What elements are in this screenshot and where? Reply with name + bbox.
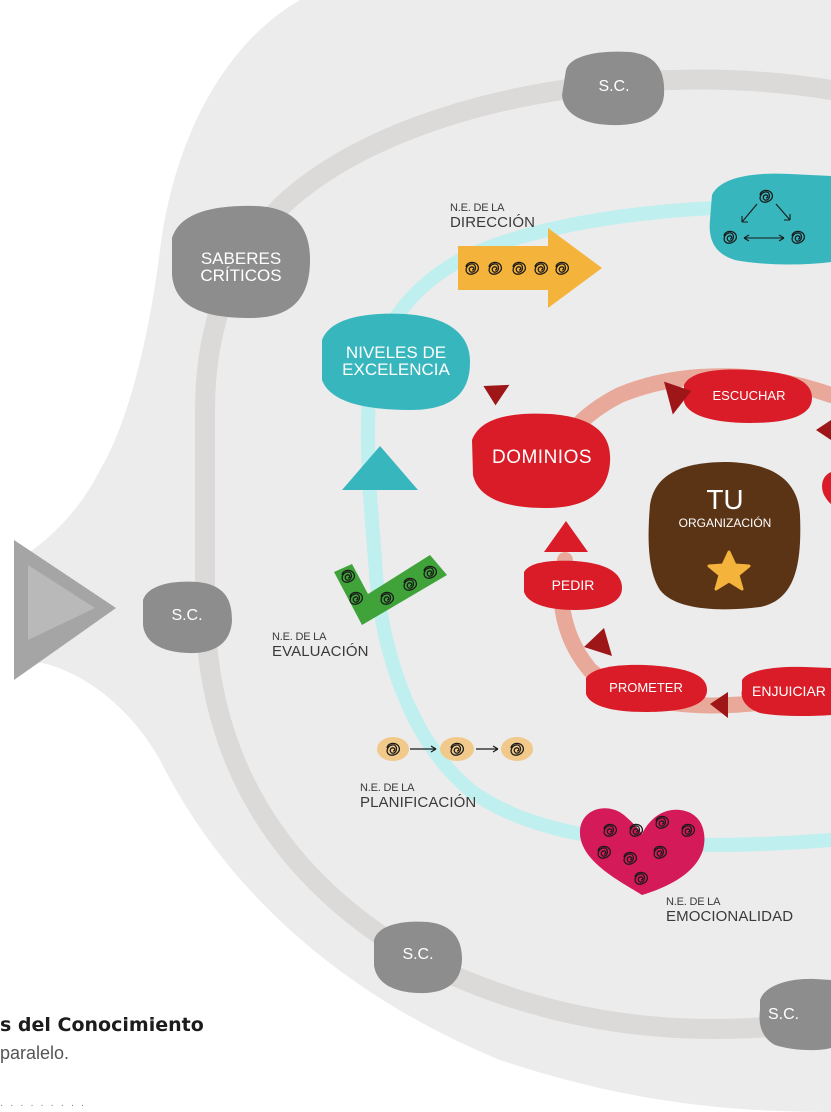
caption-emocionalidad-big: EMOCIONALIDAD xyxy=(666,907,794,925)
direccion-team-node[interactable] xyxy=(709,173,831,265)
checkmark-icon xyxy=(334,555,447,625)
dominios-node[interactable] xyxy=(472,413,611,508)
arrow-icon-dominios xyxy=(483,384,510,406)
niveles-line1: NIVELES DE xyxy=(345,343,447,362)
star-icon xyxy=(707,550,751,591)
prometer-node[interactable] xyxy=(586,664,707,712)
caption-evaluacion-big: EVALUACIÓN xyxy=(272,642,369,660)
sc-bottom-right-node[interactable] xyxy=(759,978,831,1051)
caption-emocionalidad: N.E. DE LA EMOCIONALIDAD xyxy=(666,896,794,925)
caption-planificacion-small: N.E. DE LA xyxy=(360,782,415,794)
center-line1: TU xyxy=(706,484,744,515)
caption-planificacion: N.E. DE LA PLANIFICACIÓN xyxy=(360,782,477,811)
escuchar-node[interactable] xyxy=(684,369,812,423)
saberes-criticos-label: SABERES CRÍTICOS xyxy=(176,250,306,284)
team-scribbles xyxy=(723,189,806,244)
caption-emocionalidad-small: N.E. DE LA xyxy=(666,896,721,908)
center-organization-node[interactable] xyxy=(648,462,801,610)
niveles-line2: EXCELENCIA xyxy=(342,360,450,379)
sc-bottom-label: S.C. xyxy=(402,946,434,963)
enjuiciar-right-node[interactable] xyxy=(822,472,831,504)
dominios-label: DOMINIOS xyxy=(491,447,593,468)
caption-planificacion-big: PLANIFICACIÓN xyxy=(360,793,477,811)
sc-left-node[interactable] xyxy=(143,581,232,654)
sc-left-label: S.C. xyxy=(171,607,203,624)
arrow-icon-right xyxy=(816,420,831,440)
arrow-icon-pedir xyxy=(544,521,588,552)
sc-top-label: S.C. xyxy=(598,78,630,95)
saberes-line1: SABERES xyxy=(200,249,282,268)
niveles-excelencia-node[interactable] xyxy=(322,313,470,410)
niveles-excelencia-label: NIVELES DE EXCELENCIA xyxy=(324,344,468,378)
saberes-line2: CRÍTICOS xyxy=(200,266,282,285)
planificacion-beans xyxy=(377,737,533,761)
arrow-icon-enjuiciar xyxy=(710,692,728,718)
center-label: TU ORGANIZACIÓN xyxy=(650,484,800,530)
caption-direccion-big: DIRECCIÓN xyxy=(450,213,536,231)
triangle-icon-cyan xyxy=(342,446,418,490)
bottom-fragment-decoration: · · · · · · · · · xyxy=(0,1100,87,1111)
arrow-right-icon xyxy=(458,228,602,308)
prometer-label: PROMETER xyxy=(609,680,683,695)
sc-top-node[interactable] xyxy=(562,51,665,126)
pedir-label: PEDIR xyxy=(551,577,595,593)
enjuiciar-label: ENJUICIAR xyxy=(752,683,826,699)
enjuiciar-node[interactable] xyxy=(741,666,831,717)
bottom-subtitle: paralelo. xyxy=(0,1043,70,1063)
caption-direccion: N.E. DE LA DIRECCIÓN xyxy=(450,202,536,231)
saberes-criticos-node[interactable] xyxy=(172,205,310,318)
caption-evaluacion: N.E. DE LA EVALUACIÓN xyxy=(272,631,369,660)
bottom-title: s del Conocimiento xyxy=(0,1014,204,1036)
caption-direccion-small: N.E. DE LA xyxy=(450,202,505,214)
sc-bottom-right-label: S.C. xyxy=(768,1006,800,1023)
center-line2: ORGANIZACIÓN xyxy=(678,516,772,530)
arrow-icon-prometer xyxy=(584,628,612,656)
triangle-inner-shade xyxy=(28,565,95,640)
sc-bottom-node[interactable] xyxy=(374,921,462,994)
escuchar-label: ESCUCHAR xyxy=(712,388,786,403)
caption-evaluacion-small: N.E. DE LA xyxy=(272,631,327,643)
pedir-node[interactable] xyxy=(524,560,622,610)
arrow-icon-escuchar xyxy=(664,381,692,415)
